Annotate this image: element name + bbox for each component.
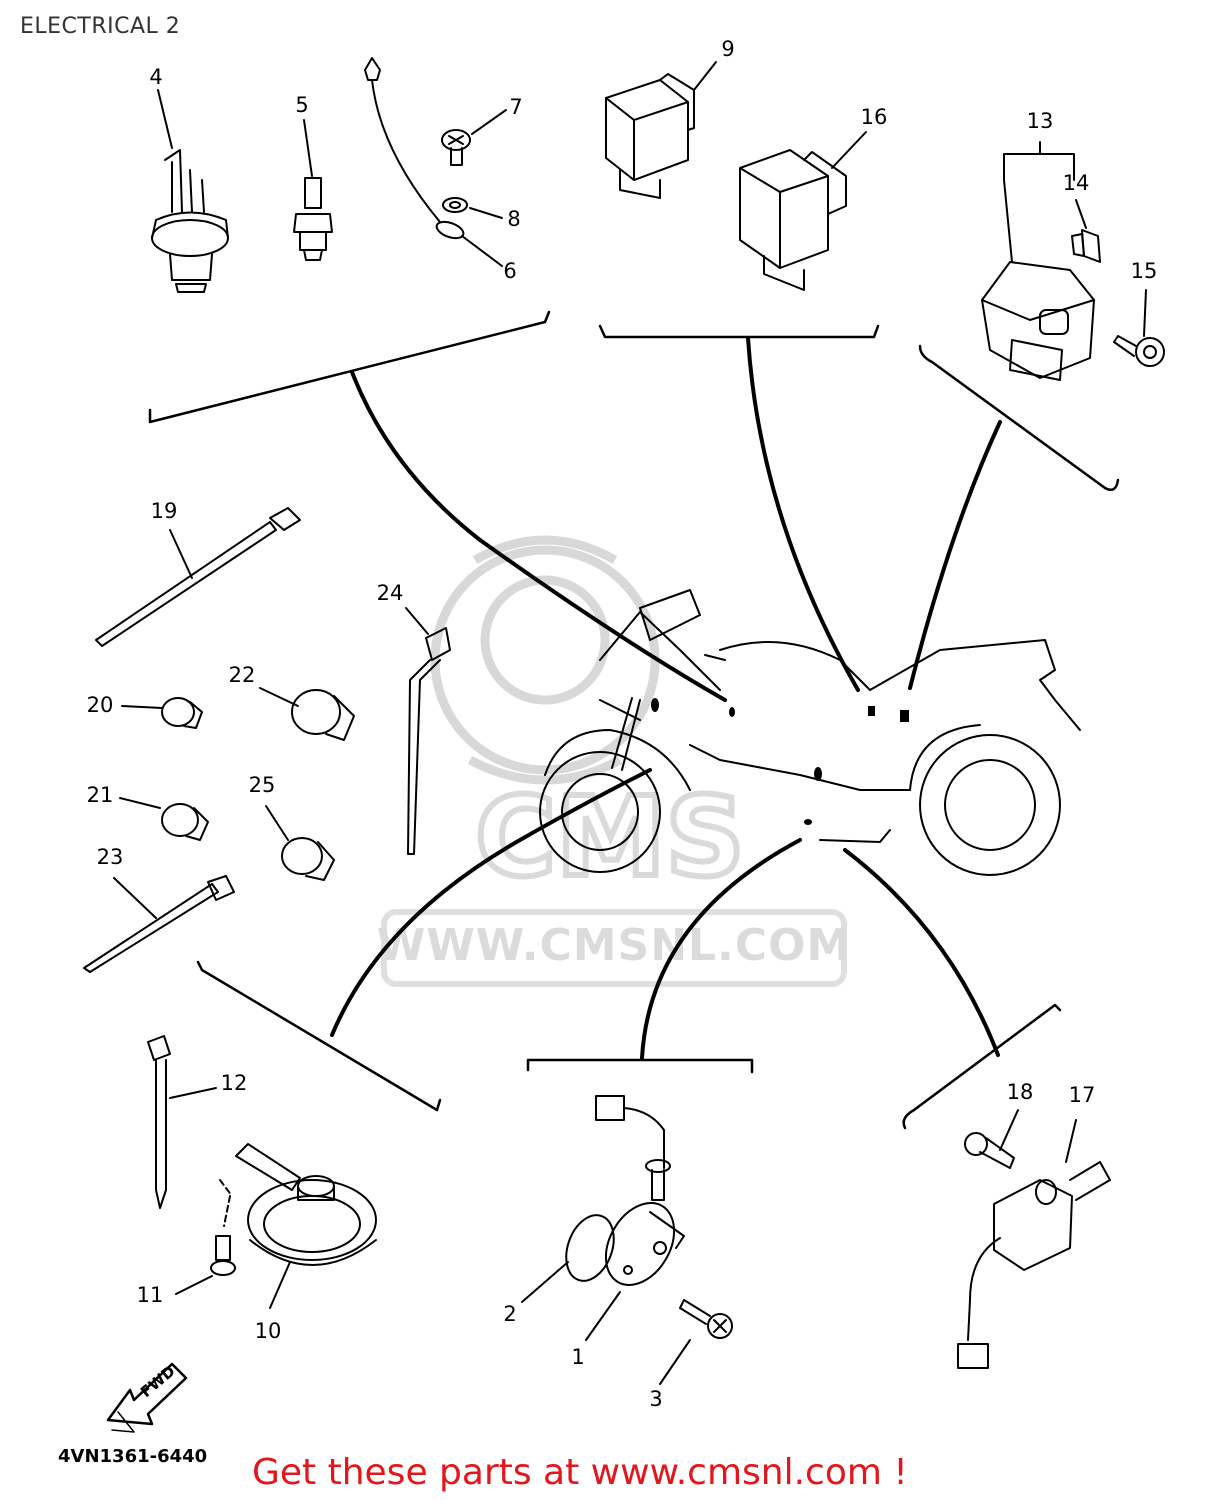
part-25-clamp-icon: [281, 837, 335, 881]
part-18-bolt-icon: [964, 1132, 1015, 1169]
callout-12: 12: [221, 1071, 248, 1095]
part-1-neutral-switch-icon: [595, 1095, 685, 1286]
callout-18: 18: [1007, 1080, 1034, 1104]
motorcycle-outline: [539, 589, 1081, 876]
callout-24: 24: [377, 581, 404, 605]
callout-23: 23: [97, 845, 124, 869]
callout-1: 1: [571, 1345, 584, 1369]
part-2-o-ring-icon: [565, 1214, 615, 1282]
group-brackets: [148, 310, 1120, 1130]
part-23-cable-tie-icon: [83, 875, 235, 973]
part-9-relay-icon: [605, 73, 695, 199]
drawing-code: 4VN1361-6440: [58, 1446, 208, 1467]
callout-14: 14: [1063, 171, 1090, 195]
leader-lines: [330, 336, 1002, 1060]
part-7-screw-icon: [441, 129, 471, 166]
page-title: ELECTRICAL 2: [20, 14, 181, 39]
callout-3: 3: [649, 1387, 662, 1411]
callout-11: 11: [137, 1283, 164, 1307]
watermark-url: WWW.CMSNL.COM: [377, 920, 852, 971]
callout-22: 22: [229, 663, 256, 687]
part-5-sensor-icon: [293, 177, 333, 261]
callout-4: 4: [149, 65, 162, 89]
part-20-clamp-icon: [161, 697, 203, 729]
callout-15: 15: [1131, 259, 1158, 283]
callout-20: 20: [87, 693, 114, 717]
part-17-switch-icon: [957, 1161, 1111, 1369]
part-14-fuse-icon: [1071, 229, 1101, 263]
part-10-horn-icon: [235, 1143, 377, 1266]
part-22-clamp-icon: [291, 689, 355, 741]
callout-13: 13: [1027, 109, 1054, 133]
callout-2: 2: [503, 1302, 516, 1326]
callout-10: 10: [255, 1319, 282, 1343]
watermark: CMS WWW.CMSNL.COM: [377, 535, 852, 987]
part-16-relay-icon: [739, 149, 847, 291]
callout-16: 16: [861, 105, 888, 129]
callout-6: 6: [503, 259, 516, 283]
part-12-cable-tie-icon: [147, 1035, 171, 1209]
callout-19: 19: [151, 499, 178, 523]
fwd-label: FWD: [137, 1362, 179, 1401]
part-8-washer-icon: [442, 197, 468, 213]
part-15-bolt-icon: [1113, 335, 1165, 367]
part-13-starter-relay-icon: [981, 261, 1095, 381]
part-6-lead-wire-icon: [364, 57, 465, 240]
part-4-thermo-switch-icon: [151, 149, 229, 293]
callout-5: 5: [295, 93, 308, 117]
part-24-cable-tie-icon: [407, 627, 451, 855]
callout-17: 17: [1069, 1083, 1096, 1107]
promo-link[interactable]: Get these parts at www.cmsnl.com !: [252, 1452, 908, 1493]
part-19-cable-tie-icon: [95, 507, 301, 647]
part-3-screw-icon: [679, 1299, 733, 1339]
part-11-bolt-icon: [210, 1179, 236, 1276]
fwd-arrow-icon: [106, 1362, 188, 1433]
part-21-clamp-icon: [161, 803, 209, 841]
callout-25: 25: [249, 773, 276, 797]
callout-numbers: 1 2 3 4 5 6 7 8 9 10 11 12 13 14 15 16 1…: [87, 37, 1158, 1411]
mounting-points: [651, 698, 909, 825]
cms-logo-icon: [430, 535, 660, 785]
leader-4: [157, 89, 173, 149]
callout-8: 8: [507, 207, 520, 231]
callout-21: 21: [87, 783, 114, 807]
callout-7: 7: [509, 95, 522, 119]
callout-9: 9: [721, 37, 734, 61]
